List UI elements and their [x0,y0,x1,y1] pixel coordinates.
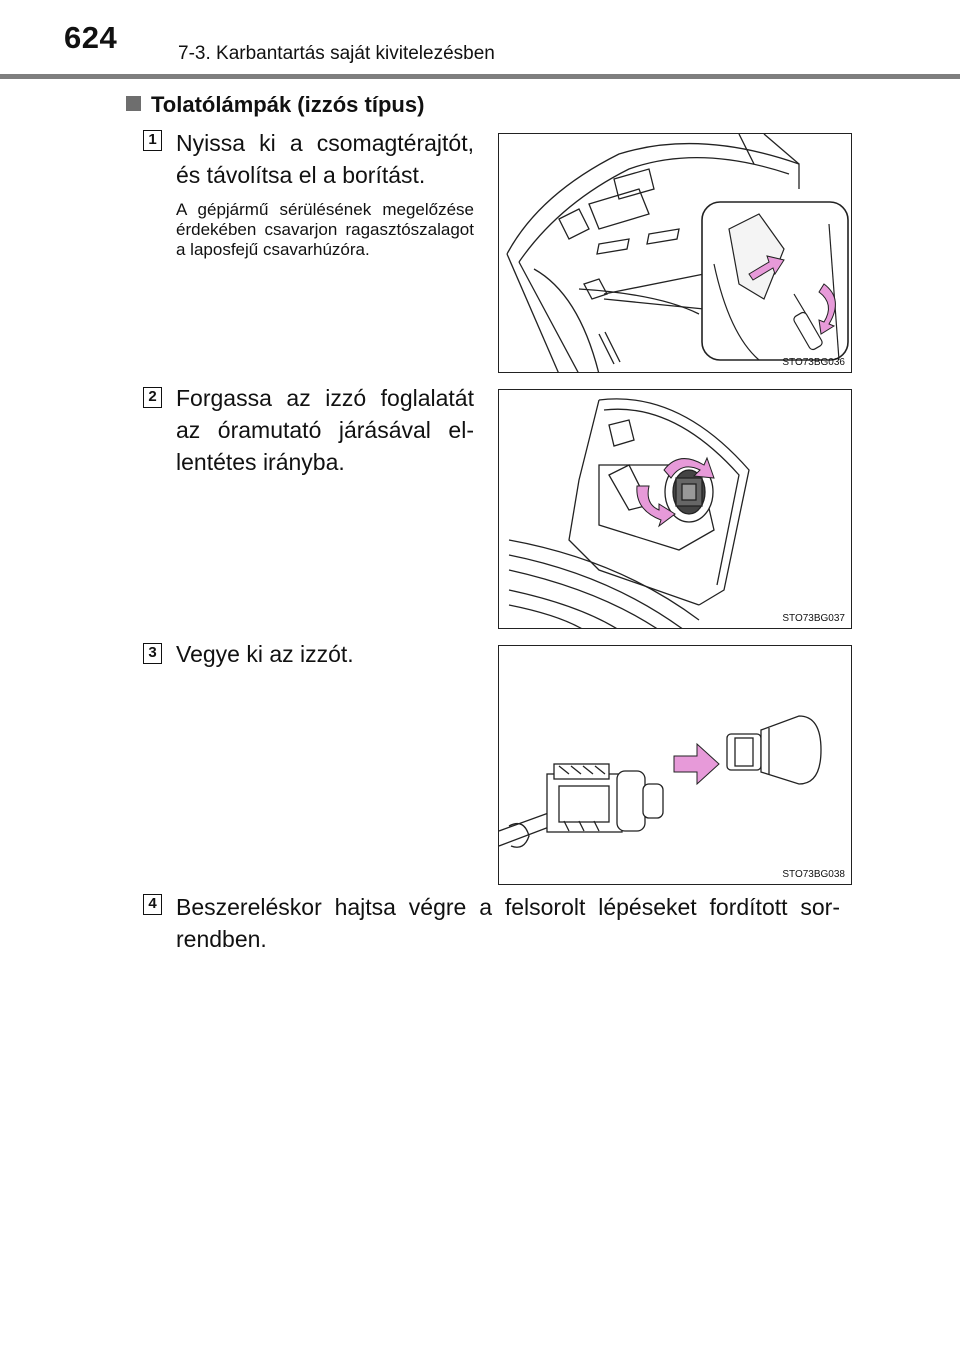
step-1-note: A gépjármű sérülésének meg­előzése érdek… [176,200,474,259]
figure-2-code: STO73BG037 [782,613,845,624]
step-4-badge: 4 [143,894,162,915]
section-heading-text: Tolatólámpák (izzós típus) [151,92,425,117]
step-4-text: Beszereléskor hajtsa végre a felsorolt l… [176,894,840,952]
bulb-removal-illustration [499,715,822,848]
step-3-badge: 3 [143,643,162,664]
figure-step-1: STO73BG036 [498,133,852,373]
section-bullet-icon [126,96,141,111]
step-1-text: Nyissa ki a csomagtérajtót, és távolítsa… [176,130,474,188]
step-1-badge: 1 [143,130,162,151]
figure-step-2: STO73BG037 [498,389,852,629]
figure-3-code: STO73BG038 [782,869,845,880]
section-heading: Tolatólámpák (izzós típus) [126,92,424,118]
trunk-cover-illustration [506,134,849,372]
step-3-text: Vegye ki az izzót. [176,641,354,667]
figure-step-3: STO73BG038 [498,645,852,885]
chapter-title: 7-3. Karbantartás saját kivitelezésben [178,43,495,64]
step-2-text: Forgassa az izzó foglalatát az óramutató… [176,385,474,475]
step-2-badge: 2 [143,387,162,408]
figure-1-code: STO73BG036 [782,357,845,368]
header-divider [0,74,960,79]
bulb-socket-illustration [508,398,750,628]
page-number: 624 [64,20,118,55]
